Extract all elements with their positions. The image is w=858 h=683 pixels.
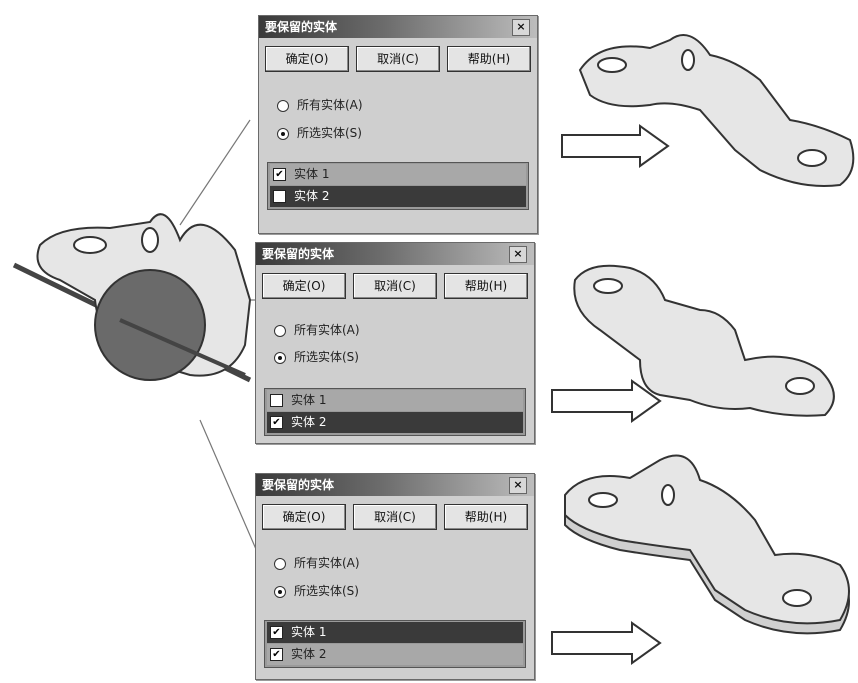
cancel-button[interactable]: 取消(C) [353, 273, 437, 299]
radio-icon [277, 99, 289, 112]
radio-label: 所有实体(A) [294, 556, 360, 570]
dialog-title: 要保留的实体 [262, 478, 335, 492]
arrow-right-icon [561, 124, 670, 168]
result-part-both-bodies [564, 454, 850, 635]
body-label: 实体 1 [294, 167, 330, 181]
arrow-right-icon [551, 379, 662, 423]
radio-selected-bodies[interactable]: 所选实体(S) [277, 124, 362, 142]
radio-all-bodies[interactable]: 所有实体(A) [274, 321, 360, 339]
radio-label: 所选实体(S) [294, 350, 359, 364]
radio-label: 所选实体(S) [294, 584, 359, 598]
bodies-to-keep-dialog-3: 要保留的实体 × 确定(O) 取消(C) 帮助(H) 所有实体(A) 所选实体(… [255, 473, 535, 680]
close-icon[interactable]: × [512, 19, 530, 36]
checkbox-icon[interactable]: ✔ [273, 168, 286, 181]
radio-selected-bodies[interactable]: 所选实体(S) [274, 348, 359, 366]
radio-icon [274, 351, 286, 364]
bodies-to-keep-dialog-2: 要保留的实体 × 确定(O) 取消(C) 帮助(H) 所有实体(A) 所选实体(… [255, 242, 535, 444]
bodies-to-keep-dialog-1: 要保留的实体 × 确定(O) 取消(C) 帮助(H) 所有实体(A) 所选实体(… [258, 15, 538, 234]
dialog-title: 要保留的实体 [262, 247, 335, 261]
dialog-titlebar: 要保留的实体 × [256, 243, 534, 265]
source-part [12, 213, 252, 383]
close-icon[interactable]: × [509, 246, 527, 263]
ok-button[interactable]: 确定(O) [262, 273, 346, 299]
leader-line-top [179, 119, 251, 226]
radio-label: 所选实体(S) [297, 126, 362, 140]
arrow-right-icon [551, 621, 662, 665]
close-icon[interactable]: × [509, 477, 527, 494]
body-label: 实体 1 [291, 393, 327, 407]
body-label: 实体 2 [294, 189, 330, 203]
radio-selected-bodies[interactable]: 所选实体(S) [274, 582, 359, 600]
list-item[interactable]: ✔ 实体 2 [267, 644, 523, 665]
dialog-title: 要保留的实体 [265, 20, 338, 34]
cutter-sheet [94, 269, 206, 381]
radio-all-bodies[interactable]: 所有实体(A) [274, 554, 360, 572]
list-item[interactable]: ✔ 实体 1 [267, 622, 523, 643]
list-item[interactable]: ✔ 实体 2 [267, 412, 523, 433]
dialog-titlebar: 要保留的实体 × [259, 16, 537, 38]
cancel-button[interactable]: 取消(C) [356, 46, 440, 72]
radio-icon [274, 324, 286, 337]
radio-icon [274, 585, 286, 598]
ok-button[interactable]: 确定(O) [262, 504, 346, 530]
radio-label: 所有实体(A) [294, 323, 360, 337]
checkbox-icon[interactable]: ✔ [270, 648, 283, 661]
radio-label: 所有实体(A) [297, 98, 363, 112]
body-label: 实体 1 [291, 625, 327, 639]
help-button[interactable]: 帮助(H) [444, 504, 528, 530]
radio-icon [277, 127, 289, 140]
list-item[interactable]: 实体 2 [270, 186, 526, 207]
result-part-body-1 [578, 34, 855, 187]
checkbox-icon[interactable] [273, 190, 286, 203]
ok-button[interactable]: 确定(O) [265, 46, 349, 72]
help-button[interactable]: 帮助(H) [447, 46, 531, 72]
radio-icon [274, 557, 286, 570]
body-label: 实体 2 [291, 415, 327, 429]
body-label: 实体 2 [291, 647, 327, 661]
body-list: ✔ 实体 1 实体 2 [267, 162, 529, 210]
body-list: ✔ 实体 1 ✔ 实体 2 [264, 620, 526, 668]
dialog-titlebar: 要保留的实体 × [256, 474, 534, 496]
result-part-body-2 [573, 264, 835, 417]
list-item[interactable]: 实体 1 [267, 390, 523, 411]
checkbox-icon[interactable]: ✔ [270, 626, 283, 639]
cancel-button[interactable]: 取消(C) [353, 504, 437, 530]
leader-line-bottom [199, 419, 266, 571]
radio-all-bodies[interactable]: 所有实体(A) [277, 96, 363, 114]
checkbox-icon[interactable] [270, 394, 283, 407]
checkbox-icon[interactable]: ✔ [270, 416, 283, 429]
body-list: 实体 1 ✔ 实体 2 [264, 388, 526, 436]
list-item[interactable]: ✔ 实体 1 [270, 164, 526, 185]
help-button[interactable]: 帮助(H) [444, 273, 528, 299]
